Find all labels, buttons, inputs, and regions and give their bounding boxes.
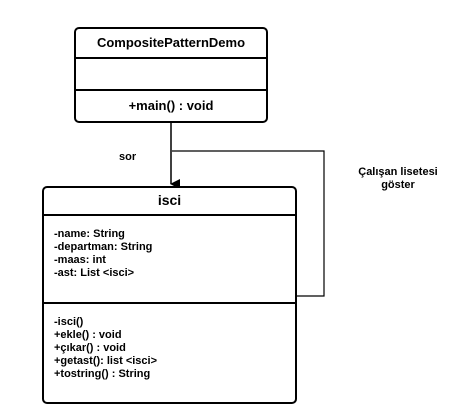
demo-class-methods: +main() : void bbox=[76, 97, 266, 115]
demo-class-divider-1 bbox=[76, 57, 266, 59]
sor-label: sor bbox=[119, 151, 137, 163]
isci-class-attributes: -name: String -departman: String -maas: … bbox=[54, 228, 295, 280]
isci-attr-departman: -departman: String bbox=[54, 241, 153, 253]
demo-method-main: +main() : void bbox=[128, 98, 214, 113]
isci-class-divider-2 bbox=[44, 302, 295, 304]
isci-class-name: isci bbox=[157, 192, 182, 208]
isci-class-box[interactable]: isci -name: String -departman: String -m… bbox=[42, 186, 297, 404]
demo-class-name: CompositePatternDemo bbox=[96, 35, 246, 50]
self-association-line bbox=[172, 150, 325, 297]
self-association-label: Çalışan lisetesi göster bbox=[358, 166, 438, 191]
isci-method-cikar: +çıkar() : void bbox=[54, 342, 126, 354]
isci-attr-ast: -ast: List <isci> bbox=[54, 267, 135, 279]
isci-class-divider-1 bbox=[44, 214, 295, 216]
isci-method-tostring: +tostring() : String bbox=[54, 368, 151, 380]
isci-method-getast: +getast(): list <isci> bbox=[54, 355, 158, 367]
isci-attr-maas: -maas: int bbox=[54, 254, 106, 266]
isci-attr-name: -name: String bbox=[54, 228, 125, 240]
demo-class-attributes bbox=[76, 59, 266, 89]
demo-class-box[interactable]: CompositePatternDemo +main() : void bbox=[74, 27, 268, 123]
demo-class-divider-2 bbox=[76, 89, 266, 91]
isci-class-methods: -isci() +ekle() : void +çıkar() : void +… bbox=[54, 316, 295, 381]
isci-method-ekle: +ekle() : void bbox=[54, 329, 122, 341]
isci-method-constructor: -isci() bbox=[54, 316, 84, 328]
